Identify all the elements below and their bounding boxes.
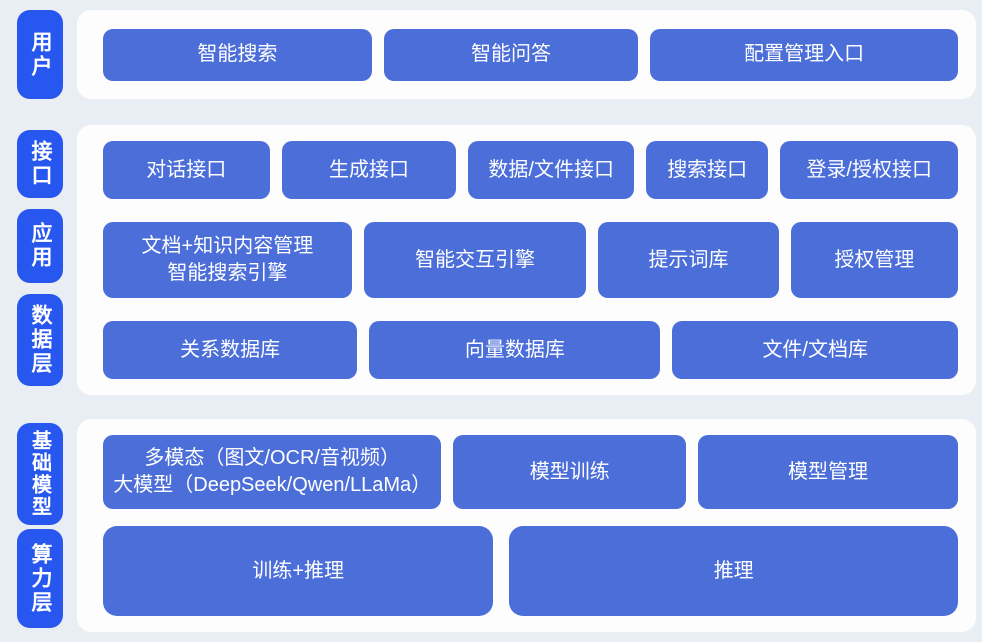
layer-label-application: 应用 — [17, 209, 63, 283]
button-multimodal-large-model[interactable]: 多模态（图文/OCR/音视频） 大模型（DeepSeek/Qwen/LLaMa） — [103, 435, 442, 509]
button-smart-search[interactable]: 智能搜索 — [103, 28, 372, 81]
button-generation-api[interactable]: 生成接口 — [281, 141, 457, 199]
bottom-label-column: 基础模型 算力层 — [17, 419, 63, 632]
compute-node-row: 训练+推理 推理 — [103, 526, 958, 616]
user-label-column: 用户 — [17, 10, 63, 99]
button-file-document-store[interactable]: 文件/文档库 — [672, 321, 958, 379]
band-user: 用户 智能搜索 智能问答 配置管理入口 — [17, 10, 976, 99]
button-authorization-management[interactable]: 授权管理 — [790, 222, 959, 298]
button-prompt-library[interactable]: 提示词库 — [598, 222, 779, 298]
layer-label-compute-layer: 算力层 — [17, 529, 63, 628]
button-model-training[interactable]: 模型训练 — [453, 435, 686, 509]
button-data-file-api[interactable]: 数据/文件接口 — [468, 141, 634, 199]
button-training-plus-inference[interactable]: 训练+推理 — [103, 526, 494, 616]
middle-panel: 对话接口 生成接口 数据/文件接口 搜索接口 登录/授权接口 文档+知识内容管理… — [77, 125, 976, 395]
band-foundation-compute: 基础模型 算力层 多模态（图文/OCR/音视频） 大模型（DeepSeek/Qw… — [17, 419, 976, 632]
button-login-auth-api[interactable]: 登录/授权接口 — [780, 141, 958, 199]
button-search-api[interactable]: 搜索接口 — [646, 141, 769, 199]
band-interface-application-data: 接口 应用 数据层 对话接口 生成接口 数据/文件接口 搜索接口 登录/授权接口… — [17, 125, 976, 395]
button-relational-database[interactable]: 关系数据库 — [103, 321, 358, 379]
button-smart-interaction-engine[interactable]: 智能交互引擎 — [363, 222, 587, 298]
interface-node-row: 对话接口 生成接口 数据/文件接口 搜索接口 登录/授权接口 — [103, 141, 958, 199]
layer-label-interface: 接口 — [17, 130, 63, 198]
layer-label-user: 用户 — [17, 10, 63, 99]
button-model-management[interactable]: 模型管理 — [698, 435, 959, 509]
data-node-row: 关系数据库 向量数据库 文件/文档库 — [103, 321, 958, 379]
user-node-row: 智能搜索 智能问答 配置管理入口 — [103, 28, 959, 81]
button-doc-knowledge-search-engine[interactable]: 文档+知识内容管理 智能搜索引擎 — [103, 222, 352, 298]
button-smart-qa[interactable]: 智能问答 — [383, 28, 639, 81]
application-node-row: 文档+知识内容管理 智能搜索引擎 智能交互引擎 提示词库 授权管理 — [103, 222, 959, 298]
user-panel: 智能搜索 智能问答 配置管理入口 — [77, 10, 976, 99]
button-config-management-entry[interactable]: 配置管理入口 — [650, 28, 959, 81]
button-dialog-api[interactable]: 对话接口 — [103, 141, 270, 199]
model-node-row: 多模态（图文/OCR/音视频） 大模型（DeepSeek/Qwen/LLaMa）… — [103, 435, 959, 509]
layer-label-data-layer: 数据层 — [17, 294, 63, 386]
middle-label-column: 接口 应用 数据层 — [17, 125, 63, 395]
button-inference[interactable]: 推理 — [509, 526, 958, 616]
bottom-panel: 多模态（图文/OCR/音视频） 大模型（DeepSeek/Qwen/LLaMa）… — [77, 419, 976, 632]
button-vector-database[interactable]: 向量数据库 — [369, 321, 661, 379]
layer-label-foundation-model: 基础模型 — [17, 423, 63, 525]
